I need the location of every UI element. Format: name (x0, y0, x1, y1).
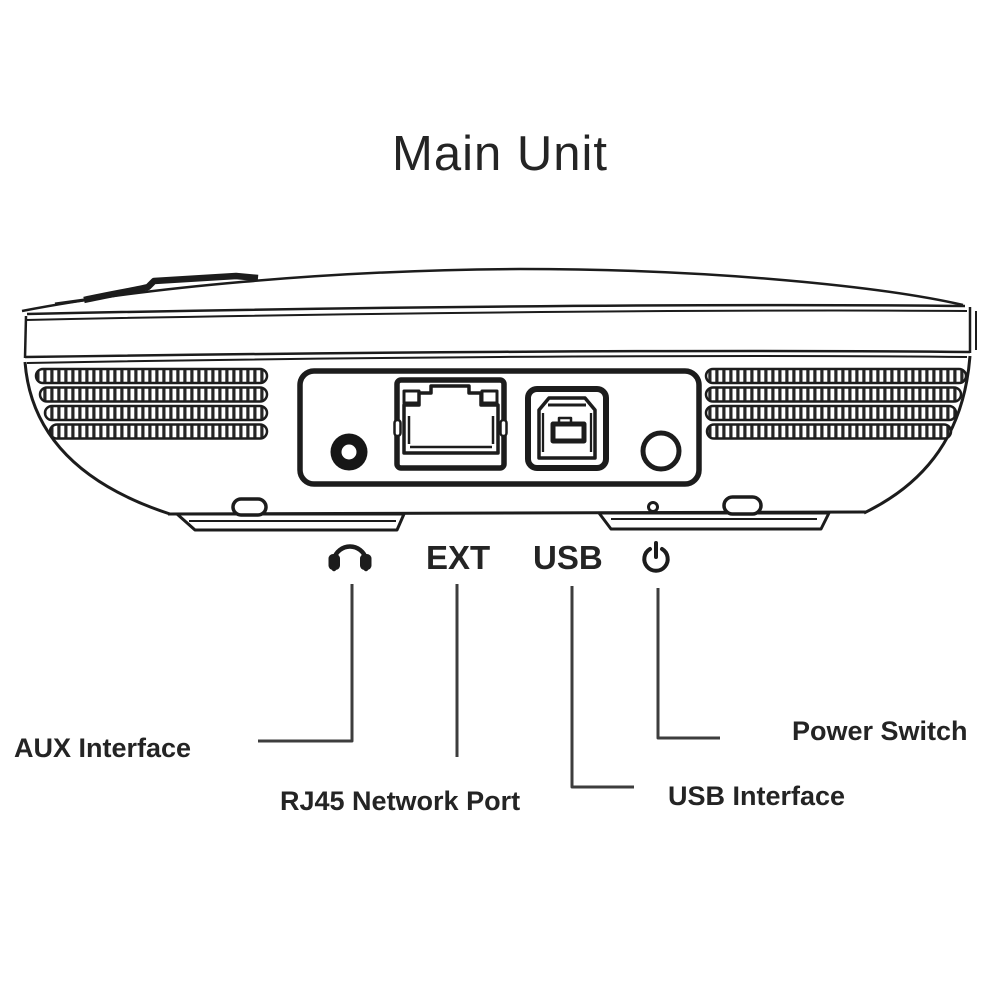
device-top-dome (21, 267, 964, 313)
speaker-vents-right (704, 367, 968, 440)
callout-rj45-network-port: RJ45 Network Port (280, 786, 521, 816)
callout-usb-interface: USB Interface (668, 781, 846, 811)
aux-leader-line (258, 584, 354, 743)
rubber-foot-left (231, 497, 268, 517)
rubber-foot-right (722, 495, 763, 516)
speaker-vents-left (34, 367, 269, 440)
power-leader-line (656, 588, 720, 740)
callout-power-switch: Power Switch (792, 716, 968, 746)
usb-b-port (525, 386, 609, 471)
headphones-icon (328, 544, 372, 572)
diagram-title: Main Unit (392, 127, 608, 181)
rj45-port (393, 377, 508, 471)
ext-port-label: EXT (426, 539, 491, 576)
usb-leader-line (570, 586, 634, 789)
callout-aux-interface: AUX Interface (14, 733, 192, 763)
power-button (640, 430, 682, 472)
reset-hole (647, 501, 659, 513)
usb-port-label: USB (533, 539, 603, 576)
aux-jack (330, 433, 368, 471)
device-feet (175, 495, 831, 532)
device-upper-band (23, 303, 977, 364)
leader-lines (258, 584, 720, 789)
power-icon (642, 541, 670, 573)
